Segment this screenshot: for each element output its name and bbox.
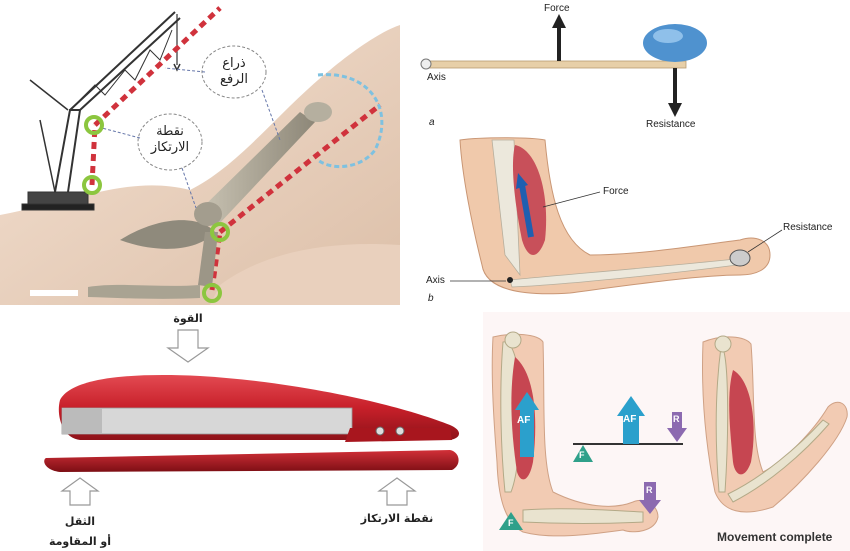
middle-f-label: F	[579, 450, 585, 460]
crane-arm-illustration	[0, 0, 400, 305]
force-label: Force	[603, 186, 629, 197]
stapler-base	[44, 450, 458, 472]
load-arrow-icon	[62, 478, 98, 505]
force-label: القوة	[168, 312, 208, 325]
fulcrum-label: نقطة الارتكاز	[352, 512, 442, 525]
axis-icon	[421, 59, 431, 69]
lever-diagram-panel: Force Axis Resistance a	[410, 0, 850, 135]
hand-r-label: R	[646, 485, 653, 495]
fulcrum-label: نقطة الارتكاز	[142, 124, 198, 156]
diagram-a-label: a	[429, 117, 435, 128]
resistance-arrow-icon	[668, 103, 682, 117]
biceps-panel: AF AF R R F F Movement complete	[483, 312, 850, 551]
force-label: Force	[544, 3, 570, 14]
lever-illustration	[410, 0, 850, 135]
resistance-label: Resistance	[646, 119, 695, 130]
resistance-weight-icon	[730, 250, 750, 266]
axis-icon	[507, 277, 513, 283]
lever-beam	[428, 61, 686, 68]
r-label: R	[673, 414, 680, 424]
stapler-panel: القوة نقطة الارتكاز الثقل أو المقاومة	[0, 310, 478, 551]
force-arrow-icon	[552, 14, 566, 28]
crane-arm-panel: ذراع الرفع نقطة الارتكاز	[0, 0, 400, 305]
fulcrum-arrow-icon	[379, 478, 415, 505]
force-arrow-icon	[168, 330, 208, 362]
elbow-illustration	[410, 135, 850, 305]
af-label: AF	[517, 415, 530, 426]
axis-label: Axis	[427, 72, 446, 83]
crane-icon	[22, 12, 180, 210]
resistance-weight-icon	[643, 24, 707, 62]
bottom-f-label: F	[508, 518, 514, 528]
load-label: الثقل أو المقاومة	[30, 512, 130, 551]
middle-af-label: AF	[623, 414, 636, 425]
diagram-b-label: b	[428, 293, 434, 304]
axis-label: Axis	[426, 275, 445, 286]
movement-complete-label: Movement complete	[717, 530, 832, 544]
elbow-diagram-panel: Force Resistance Axis b	[410, 135, 850, 305]
lever-arm-label: ذراع الرفع	[206, 56, 262, 88]
resistance-label: Resistance	[783, 222, 832, 233]
biceps-illustration	[483, 312, 850, 551]
